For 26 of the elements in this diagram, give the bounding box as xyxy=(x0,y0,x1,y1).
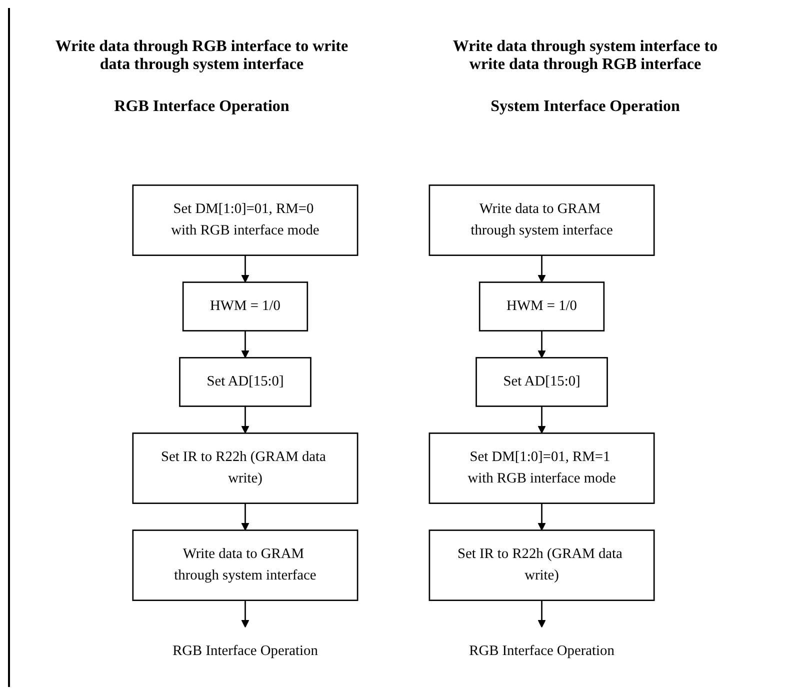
node-text: RGB Interface Operation xyxy=(469,643,614,659)
arrow xyxy=(538,406,546,434)
node-text: RGB Interface Operation xyxy=(172,643,318,659)
node-box: HWM = 1/0 xyxy=(182,282,308,332)
node-box: Write data to GRAM through system interface xyxy=(428,184,655,256)
column-heading: Write data through RGB interface to write data through system interface xyxy=(54,38,350,74)
node-box: Set IR to R22h (GRAM data write) xyxy=(428,530,655,601)
arrow xyxy=(538,503,546,531)
arrow xyxy=(538,255,546,283)
column-subheading: System Interface Operation xyxy=(490,98,681,116)
arrow xyxy=(241,255,250,283)
node-box: Set DM[1:0]=01, RM=0 with RGB interface mode xyxy=(132,184,358,256)
arrow xyxy=(241,406,250,434)
column-subheading: RGB Interface Operation xyxy=(113,98,290,116)
column-heading: Write data through system interface to write data through RGB interface xyxy=(452,38,719,74)
node-box: Set IR to R22h (GRAM data write) xyxy=(132,432,358,504)
arrow xyxy=(241,503,250,531)
node-box: HWM = 1/0 xyxy=(478,282,605,332)
node-box: Write data to GRAM through system interface xyxy=(132,530,358,601)
node-box: Set DM[1:0]=01, RM=1 with RGB interface mode xyxy=(428,432,655,504)
arrow xyxy=(241,330,250,358)
arrow xyxy=(538,330,546,358)
node-box: Set AD[15:0] xyxy=(179,357,312,407)
node-box: Set AD[15:0] xyxy=(476,357,608,407)
arrow xyxy=(241,600,250,628)
arrow xyxy=(538,600,546,628)
